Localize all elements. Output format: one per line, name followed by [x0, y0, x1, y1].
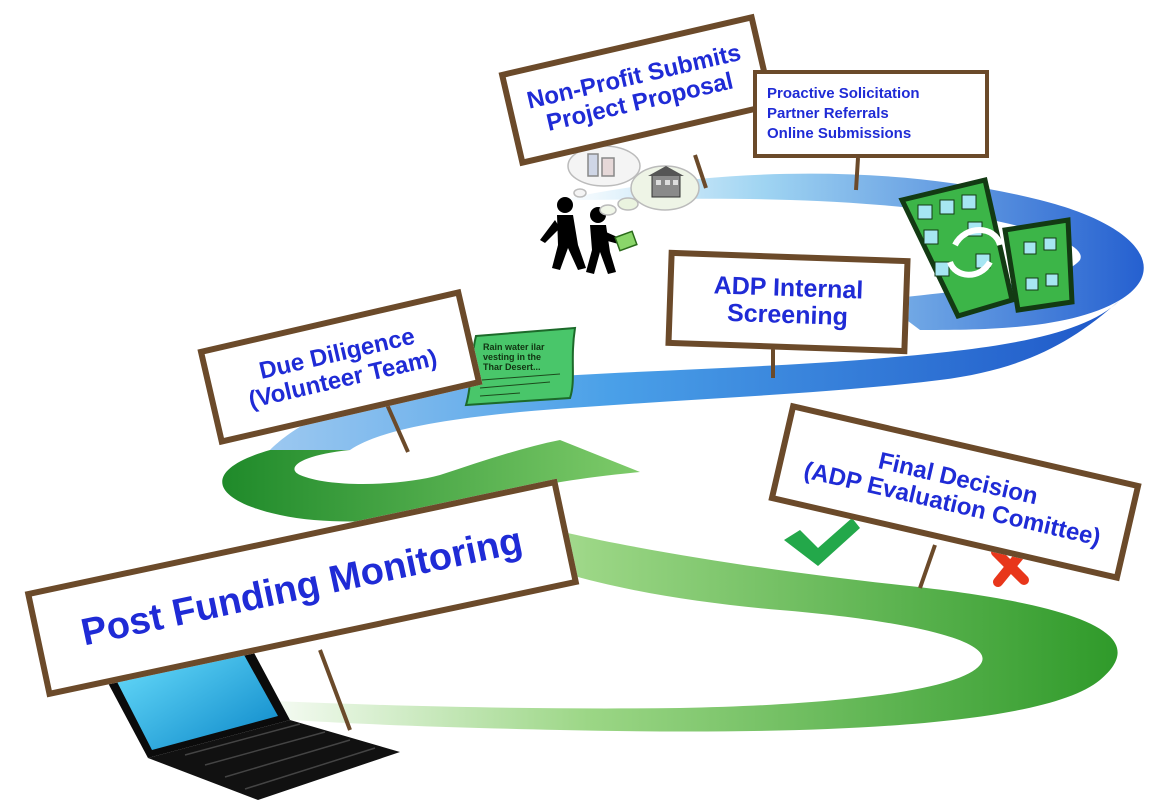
building-icon	[648, 166, 684, 198]
recycling-bins-icon	[898, 176, 1075, 320]
source-online-submissions: Online Submissions	[767, 125, 912, 143]
people-walking-icon	[540, 197, 638, 274]
checkmark-icon	[784, 518, 860, 566]
sign-screening-line-2: Screening	[726, 298, 849, 332]
sign-adp-internal-screening: ADP Internal Screening	[665, 249, 911, 355]
laptop-icon	[100, 636, 400, 800]
path-segment-bottom	[240, 505, 1118, 732]
path-segment-left-bend	[222, 440, 641, 522]
report-text-line-1: Rain water ilar	[483, 342, 545, 352]
sign-submission-sources: Proactive Solicitation Partner Referrals…	[753, 70, 989, 158]
path-segment-middle	[270, 300, 1120, 450]
source-partner-referrals: Partner Referrals	[767, 104, 889, 122]
report-document-icon: Rain water ilar vesting in the Thar Dese…	[464, 326, 577, 407]
report-lines	[479, 373, 561, 397]
report-text-line-2: vesting in the	[483, 352, 541, 362]
source-proactive-solicitation: Proactive Solicitation	[767, 84, 920, 102]
report-text-line-3: Thar Desert...	[483, 362, 541, 372]
sign-posts	[318, 154, 937, 731]
